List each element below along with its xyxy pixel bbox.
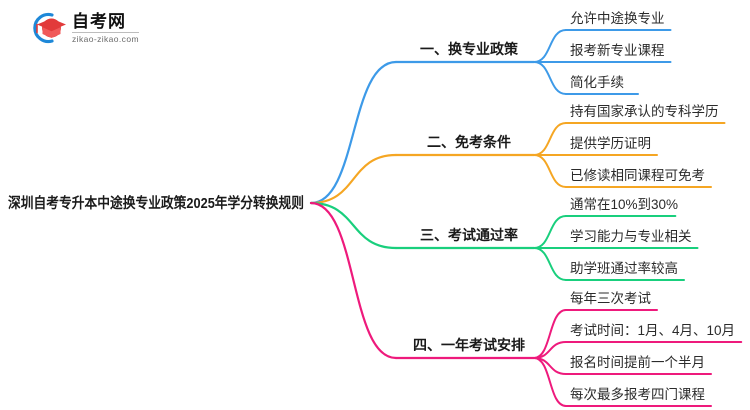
mindmap-leaf-label-4-3[interactable]: 报名时间提前一个半月 bbox=[570, 354, 705, 370]
mindmap-leaf-label-3-3[interactable]: 助学班通过率较高 bbox=[570, 260, 678, 276]
mindmap-edge-root-to-branch-1 bbox=[309, 60, 398, 205]
mindmap-branch-label-4[interactable]: 四、一年考试安排 bbox=[413, 337, 525, 353]
mindmap-leaf-label-2-2[interactable]: 提供学历证明 bbox=[570, 136, 651, 151]
mindmap-edges bbox=[309, 29, 743, 407]
logo-text: 自考网 zikao-zikao.com bbox=[72, 13, 139, 44]
mindmap-edge-root-to-branch-3 bbox=[309, 201, 398, 250]
mindmap-leaf-label-2-1[interactable]: 持有国家承认的专科学历 bbox=[570, 103, 719, 119]
logo-domain: zikao-zikao.com bbox=[72, 33, 139, 44]
mindmap-leaf-label-1-1[interactable]: 允许中途换专业 bbox=[570, 10, 665, 26]
mindmap-edge-branch-1-leaf-3 bbox=[533, 61, 567, 95]
mindmap-leaf-label-4-1[interactable]: 每年三次考试 bbox=[570, 291, 651, 306]
mindmap-branch-label-3[interactable]: 三、考试通过率 bbox=[420, 227, 518, 243]
mindmap-edge-root-to-branch-4 bbox=[309, 201, 398, 360]
mindmap-leaf-label-2-3[interactable]: 已修读相同课程可免考 bbox=[570, 168, 705, 183]
mindmap-edge-branch-4-leaf-4 bbox=[533, 357, 567, 407]
mindmap-branch-label-2[interactable]: 二、免考条件 bbox=[427, 134, 511, 150]
mindmap-leaf-label-1-2[interactable]: 报考新专业课程 bbox=[570, 43, 665, 58]
mindmap-edge-branch-2-leaf-3 bbox=[533, 154, 567, 188]
mindmap-leaf-label-4-4[interactable]: 每次最多报考四门课程 bbox=[570, 386, 705, 402]
logo-mark-svg bbox=[33, 12, 66, 44]
mindmap-edge-branch-3-leaf-3 bbox=[533, 247, 567, 281]
site-logo: 自考网 zikao-zikao.com bbox=[28, 9, 188, 47]
mindmap-edge-branch-3-leaf-1 bbox=[533, 215, 567, 249]
mindmap-leaf-label-3-1[interactable]: 通常在10%到30% bbox=[570, 197, 678, 212]
mindmap-edge-branch-2-leaf-1 bbox=[533, 122, 567, 156]
mindmap-root-label[interactable]: 深圳自考专升本中途换专业政策2025年学分转换规则 bbox=[8, 194, 304, 212]
mindmap-leaf-label-4-2[interactable]: 考试时间：1月、4月、10月 bbox=[570, 323, 735, 338]
mindmap-branch-label-1[interactable]: 一、换专业政策 bbox=[420, 41, 519, 57]
logo-title: 自考网 bbox=[72, 13, 139, 33]
mindmap-edge-root-to-branch-2 bbox=[309, 153, 398, 205]
mindmap-leaf-label-3-2[interactable]: 学习能力与专业相关 bbox=[570, 229, 692, 244]
mindmap-leaf-label-1-3[interactable]: 简化手续 bbox=[570, 74, 624, 90]
mindmap-edge-branch-1-leaf-1 bbox=[533, 29, 567, 63]
graduation-cap-icon bbox=[28, 10, 68, 46]
